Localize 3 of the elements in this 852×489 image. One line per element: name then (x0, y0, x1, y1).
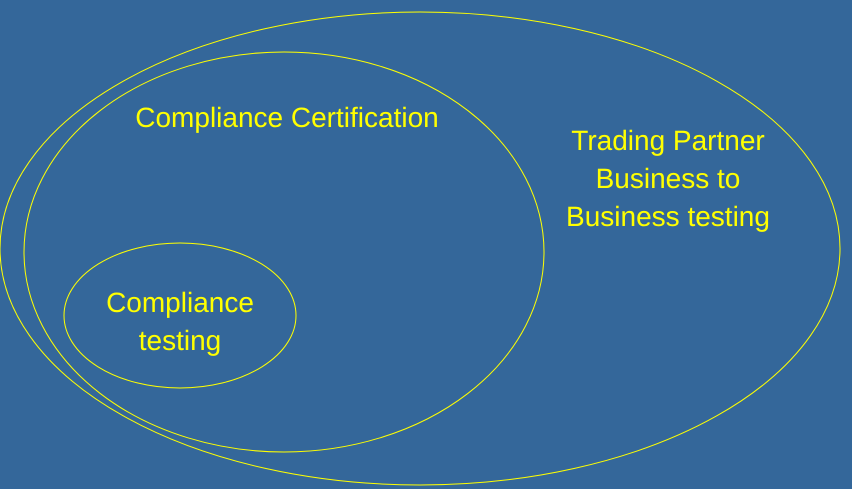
region-label: Compliance Certification (134, 101, 440, 135)
region-label: Trading Partner Business to Business testing (565, 124, 771, 234)
region-label: Compliance testing (105, 286, 255, 358)
